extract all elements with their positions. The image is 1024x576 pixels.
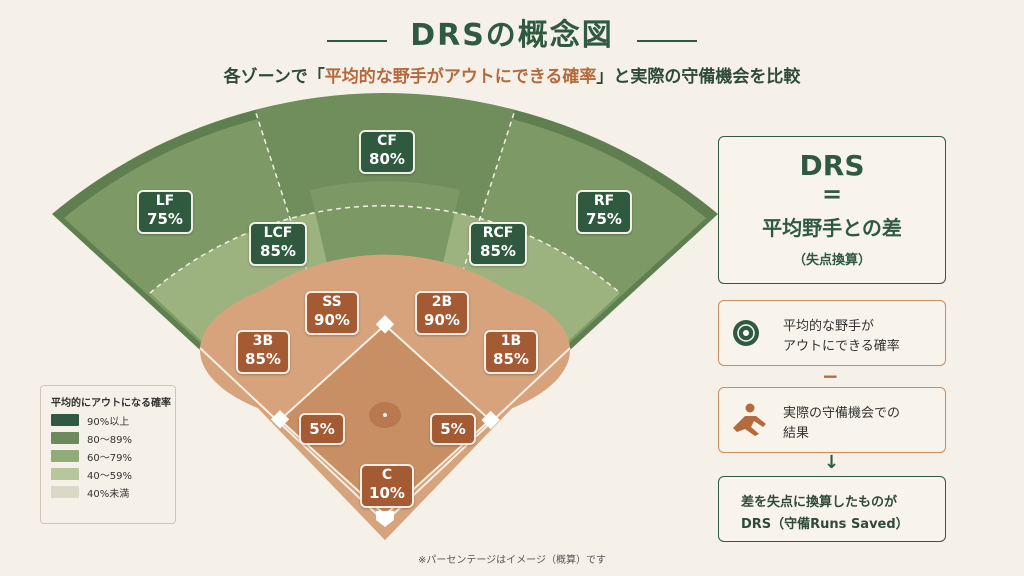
drs-result-line1: 差を失点に換算したものが <box>741 495 898 510</box>
actual-result-panel: 実際の守備機会での 結果 <box>718 387 946 453</box>
actual-result-line1: 実際の守備機会での <box>783 406 901 421</box>
zone-3b-pct: 85% <box>245 350 281 368</box>
legend-item: 40〜59% <box>51 467 175 482</box>
legend-swatch <box>51 450 79 462</box>
subtitle-before: 各ゾーンで「 <box>223 67 325 87</box>
drs-definition-panel: DRS = 平均野手との差 （失点換算） <box>718 136 946 284</box>
drs-equals: = <box>821 180 843 208</box>
legend-label: 40%未満 <box>87 488 130 500</box>
average-probability-panel: 平均的な野手が アウトにできる確率 <box>718 300 946 366</box>
zone-rf-label: RF <box>593 193 615 209</box>
legend-label: 80〜89% <box>87 434 132 446</box>
home-plate <box>376 511 394 527</box>
zone-cf-label: CF <box>377 133 397 149</box>
legend-label: 40〜59% <box>87 470 132 482</box>
third-base <box>270 410 290 429</box>
zone-ss-pct: 90% <box>314 311 350 329</box>
zone-right-gap-pct: 5% <box>440 420 466 438</box>
legend-swatch <box>51 432 79 444</box>
first-base <box>481 410 500 430</box>
title-right-rule <box>636 39 697 42</box>
target-icon <box>733 320 759 346</box>
zone-lcf-label: LCF <box>263 225 293 241</box>
zone-3b-label: 3B <box>252 333 274 349</box>
legend-swatch <box>51 468 79 480</box>
subtitle-after: 」と実際の守備機会を比較 <box>596 67 801 87</box>
zone-rf-pct: 75% <box>586 210 622 228</box>
zone-left-gap-pct: 5% <box>309 420 335 438</box>
page-title: DRSの概念図 <box>410 18 614 53</box>
zone-lcf-pct: 85% <box>260 242 296 260</box>
legend-item: 60〜79% <box>51 449 175 464</box>
footnote: ※パーセンテージはイメージ（概算）です <box>418 555 606 566</box>
fielder-diving-icon <box>733 403 766 436</box>
zone-ss: SS 90% <box>305 291 359 335</box>
average-probability-line2: アウトにできる確率 <box>783 339 900 354</box>
zone-ss-label: SS <box>322 294 342 310</box>
zone-3b: 3B 85% <box>236 330 290 374</box>
actual-result-line2: 結果 <box>783 426 810 441</box>
zone-rcf-pct: 85% <box>480 242 516 260</box>
zone-lcf: LCF 85% <box>249 222 307 266</box>
zone-lf: LF 75% <box>137 190 193 234</box>
down-arrow: ↓ <box>824 452 840 473</box>
second-base <box>375 315 395 334</box>
zone-cf: CF 80% <box>359 130 415 174</box>
drs-heading: DRS <box>799 149 865 182</box>
title-row: DRSの概念図 <box>0 10 1024 54</box>
legend-item: 40%未満 <box>51 485 175 500</box>
zone-c-pct: 10% <box>369 484 405 502</box>
legend-swatch <box>51 486 79 498</box>
zone-rf: RF 75% <box>576 190 632 234</box>
subtitle: 各ゾーンで「平均的な野手がアウトにできる確率」と実際の守備機会を比較 <box>0 62 1024 87</box>
legend-label: 90%以上 <box>87 416 130 428</box>
legend-title: 平均的にアウトになる確率 <box>51 398 171 409</box>
zone-rcf-label: RCF <box>482 225 514 241</box>
subtitle-highlight: 平均的な野手がアウトにできる確率 <box>324 67 597 87</box>
zone-c: C 10% <box>360 464 414 508</box>
legend-swatch <box>51 414 79 426</box>
drs-result-line2: DRS（守備Runs Saved） <box>741 517 909 532</box>
zone-left-gap: 5% <box>299 413 345 445</box>
zone-2b-pct: 90% <box>424 311 460 329</box>
zone-2b-label: 2B <box>431 294 453 310</box>
zone-lf-pct: 75% <box>147 210 183 228</box>
zone-1b: 1B 85% <box>484 330 538 374</box>
legend-item: 80〜89% <box>51 431 175 446</box>
zone-cf-pct: 80% <box>369 150 405 168</box>
drs-unit: （失点換算） <box>792 253 871 268</box>
drs-result-panel: 差を失点に換算したものが DRS（守備Runs Saved） <box>718 476 946 542</box>
average-probability-line1: 平均的な野手が <box>783 319 875 334</box>
zone-1b-pct: 85% <box>493 350 529 368</box>
minus-sign: − <box>822 364 839 388</box>
zone-1b-label: 1B <box>500 333 522 349</box>
drs-definition: 平均野手との差 <box>762 216 902 240</box>
legend-label: 60〜79% <box>87 452 132 464</box>
zone-c-label: C <box>381 467 393 483</box>
legend-item: 90%以上 <box>51 413 175 428</box>
zone-2b: 2B 90% <box>415 291 469 335</box>
title-left-rule <box>327 39 388 42</box>
legend: 平均的にアウトになる確率 90%以上 80〜89% 60〜79% 40〜59% … <box>40 385 176 524</box>
zone-lf-label: LF <box>155 193 175 209</box>
zone-right-gap: 5% <box>430 413 476 445</box>
zone-rcf: RCF 85% <box>469 222 527 266</box>
